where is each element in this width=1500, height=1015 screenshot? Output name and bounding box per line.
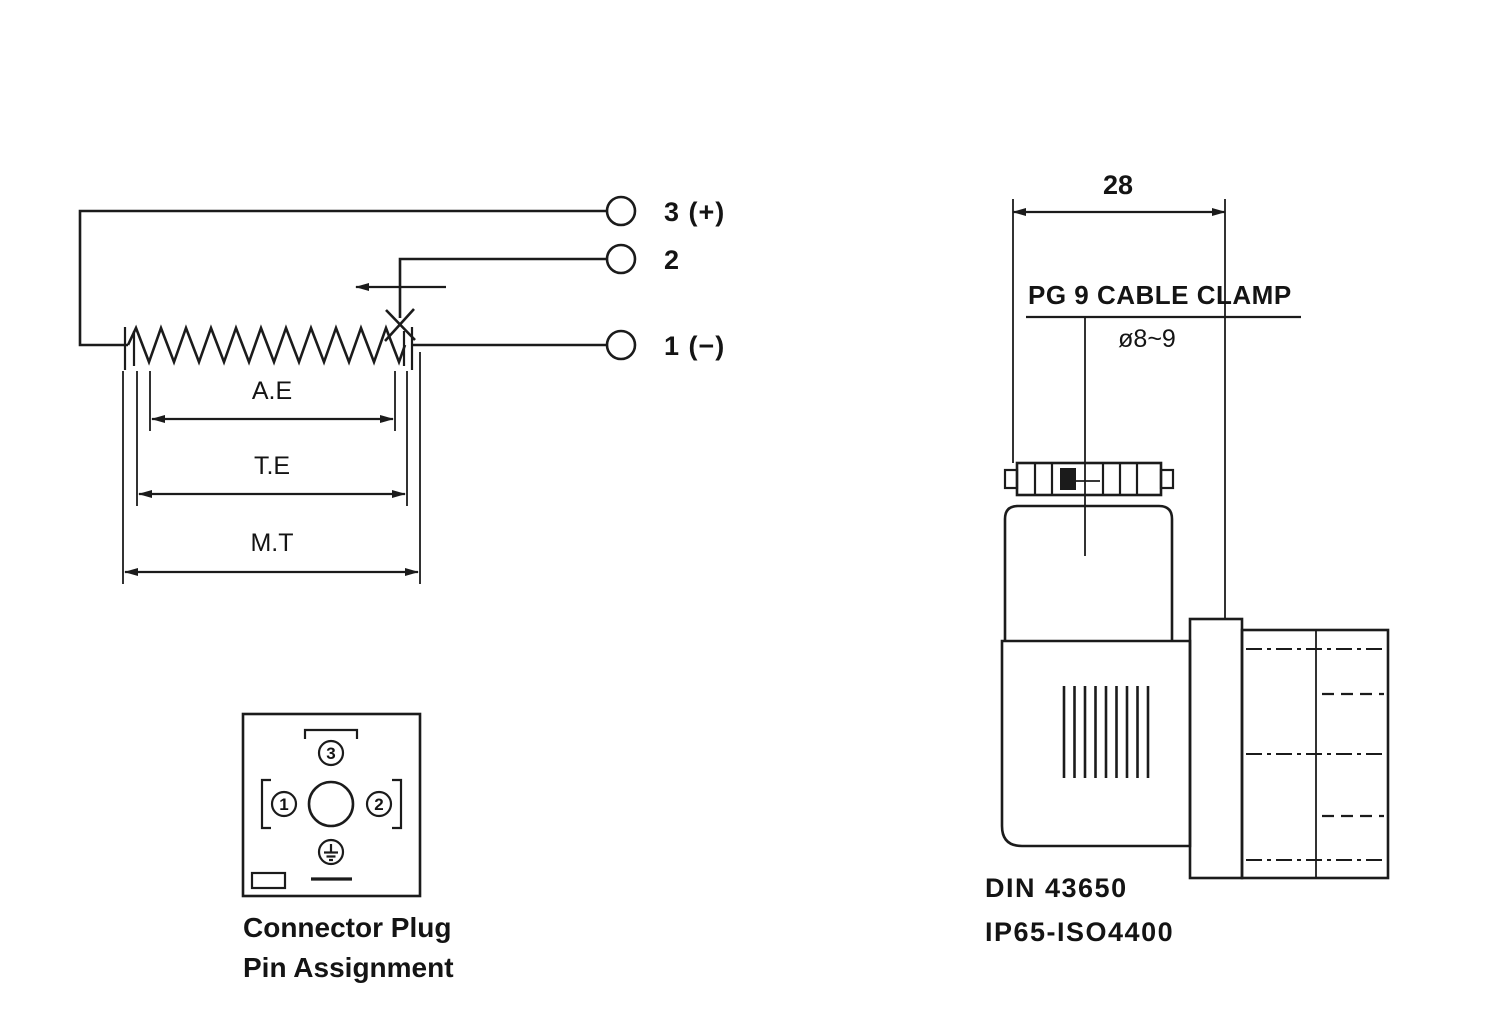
cable-clamp-label: PG 9 CABLE CLAMP xyxy=(1028,280,1292,310)
dimension-te: T.E xyxy=(136,371,408,506)
cap-outline xyxy=(1015,461,1163,497)
center-bore-circle xyxy=(307,780,355,828)
terminal-2-label: 2 xyxy=(664,245,680,275)
pin-1-circle xyxy=(270,790,298,818)
dimension-te-label: T.E xyxy=(254,452,290,480)
vent-slots xyxy=(1062,686,1150,778)
terminal-1-label: 1 (−) xyxy=(664,331,725,361)
cable-diameter-label: ø8~9 xyxy=(1118,325,1176,353)
schematic-wires xyxy=(78,209,607,347)
potentiometer-schematic: 3 (+) 2 1 (−) A.E T.E xyxy=(78,195,725,584)
cap-side-tab xyxy=(1003,468,1019,490)
wire-terminal-3 xyxy=(78,209,607,347)
top-bracket xyxy=(303,728,359,739)
cap-slot xyxy=(1060,468,1076,490)
pin-2-circle xyxy=(365,790,393,818)
socket-flange xyxy=(1188,617,1244,880)
terminal-1-circle xyxy=(605,329,637,361)
right-bracket xyxy=(392,778,403,830)
cap-side-tab xyxy=(1159,468,1175,490)
plug-outline xyxy=(241,712,422,898)
dimension-mt: M.T xyxy=(122,352,421,584)
terminals: 3 (+) 2 1 (−) xyxy=(605,195,725,361)
connector-plug-diagram: 3 1 2 Connector Plug Pin Assignment xyxy=(241,712,454,983)
standard-line2: IP65-ISO4400 xyxy=(985,917,1174,947)
standard-line1: DIN 43650 xyxy=(985,873,1128,903)
width-dimension-value: 28 xyxy=(1103,170,1133,200)
pin-1-label: 1 xyxy=(279,795,288,814)
socket-section xyxy=(1188,617,1390,880)
earth-ground-icon xyxy=(317,838,345,866)
dimension-ae: A.E xyxy=(149,371,396,431)
standards-note: DIN 43650 IP65-ISO4400 xyxy=(985,873,1174,947)
pin-2-label: 2 xyxy=(374,795,383,814)
resistor-element xyxy=(123,324,414,370)
wire-terminal-2 xyxy=(398,257,607,318)
din-connector-drawing: 28 PG 9 CABLE CLAMP ø8~9 xyxy=(985,170,1390,947)
plug-caption-line2: Pin Assignment xyxy=(243,952,454,983)
pin-3-label: 3 xyxy=(326,744,335,763)
connector-body xyxy=(1000,504,1192,848)
dimension-mt-label: M.T xyxy=(250,529,293,557)
terminal-2-circle xyxy=(605,243,637,275)
terminal-3-circle xyxy=(605,195,637,227)
keying-slot xyxy=(250,871,287,890)
resistor-zigzag xyxy=(126,324,407,366)
terminal-3-label: 3 (+) xyxy=(664,197,725,227)
socket-cylinder xyxy=(1240,628,1390,880)
width-dimension: 28 xyxy=(1012,170,1226,620)
dimension-ae-label: A.E xyxy=(252,377,292,405)
pin-3-circle xyxy=(317,739,345,767)
wiper-contact xyxy=(384,308,415,342)
cable-clamp-callout: PG 9 CABLE CLAMP ø8~9 xyxy=(1026,280,1301,556)
body-lower xyxy=(1000,639,1192,848)
plug-caption-line1: Connector Plug xyxy=(243,912,451,943)
clamp-cap xyxy=(1003,461,1175,497)
left-bracket xyxy=(260,778,271,830)
body-neck xyxy=(1003,504,1174,641)
wiper xyxy=(355,283,446,342)
